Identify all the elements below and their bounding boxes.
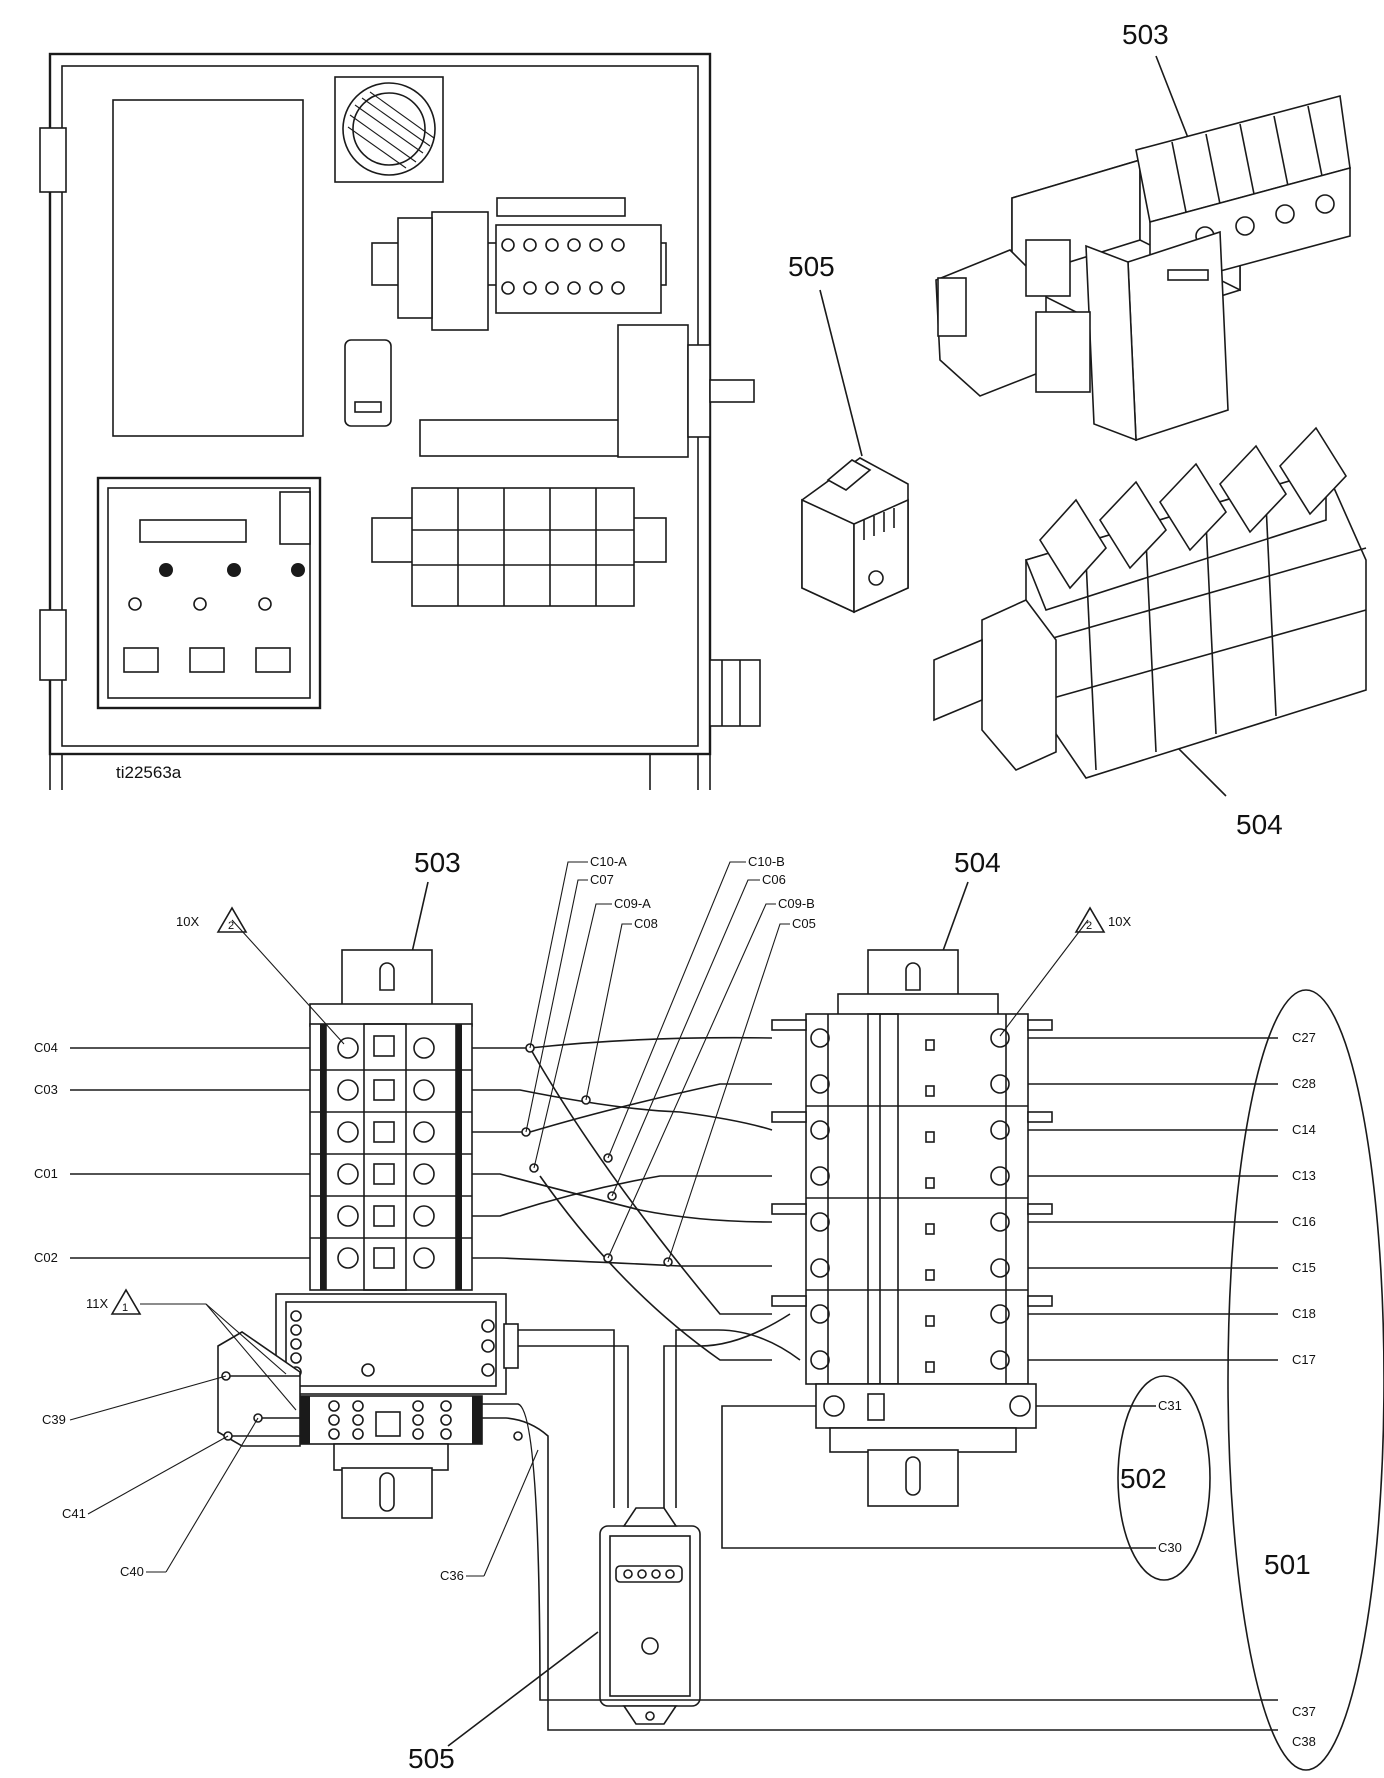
junction-dots [221, 1043, 673, 1441]
callout-sch-505: 505 [408, 1743, 455, 1774]
callout-sch-504: 504 [954, 847, 1001, 878]
label-c15: C15 [1292, 1260, 1316, 1275]
control-module [96, 476, 322, 710]
group-501-ellipse [1227, 989, 1384, 1771]
upper-breakers [501, 238, 625, 295]
label-c02: C02 [34, 1250, 58, 1265]
label-c18: C18 [1292, 1306, 1316, 1321]
fan [334, 76, 444, 183]
schematic-block-503 [217, 949, 519, 1519]
svg-text:2: 2 [1086, 920, 1092, 932]
schematic-block-504 [771, 949, 1053, 1507]
callout-group-501: 501 [1264, 1549, 1311, 1580]
label-c27: C27 [1292, 1030, 1316, 1045]
callout-iso-503: 503 [1122, 19, 1169, 50]
label-c13: C13 [1292, 1168, 1316, 1183]
label-c14: C14 [1292, 1122, 1316, 1137]
label-c03: C03 [34, 1082, 58, 1097]
leader-iso-503 [1155, 55, 1193, 149]
label-c31: C31 [1158, 1398, 1182, 1413]
callout-iso-504: 504 [1236, 809, 1283, 840]
svg-text:2: 2 [228, 920, 234, 932]
leader-iso-505 [819, 289, 863, 457]
schematic-relay-505 [599, 1507, 701, 1725]
note-11x: 11X 1 [86, 1288, 297, 1411]
label-c17: C17 [1292, 1352, 1316, 1367]
label-c09b: C09-B [778, 896, 815, 911]
label-c30: C30 [1158, 1540, 1182, 1555]
wire-labels-right: C27 C28 C14 C13 C16 C15 C18 C17 [1292, 1030, 1316, 1367]
svg-text:10X: 10X [176, 914, 199, 929]
label-c05: C05 [792, 916, 816, 931]
wire-labels-left: C04 C03 C01 C02 [34, 1040, 58, 1265]
label-c10a: C10-A [590, 854, 627, 869]
wire-labels-bottom-left: C39 C41 C40 C36 [42, 1375, 539, 1583]
top-leaders [525, 861, 790, 1263]
svg-text:1: 1 [122, 1302, 128, 1314]
iso-breaker-assembly-503 [935, 94, 1351, 442]
label-c07: C07 [590, 872, 614, 887]
note-10x: 10X 2 [176, 906, 345, 1045]
label-c09a: C09-A [614, 896, 651, 911]
label-c01: C01 [34, 1166, 58, 1181]
wire-labels-501: C37 C38 [1292, 1704, 1316, 1749]
label-c10b: C10-B [748, 854, 785, 869]
label-c40: C40 [120, 1564, 144, 1579]
figure-id: ti22563a [116, 763, 182, 782]
label-c08: C08 [634, 916, 658, 931]
callout-sch-503: 503 [414, 847, 461, 878]
iso-relay-505 [801, 457, 909, 614]
leader-sch-505 [447, 1631, 599, 1747]
svg-text:11X: 11X [86, 1296, 108, 1311]
wire-labels-502: C31 C30 [1158, 1398, 1182, 1555]
label-c16: C16 [1292, 1214, 1316, 1229]
group-502-ellipse [1117, 1375, 1211, 1581]
callout-iso-505: 505 [788, 251, 835, 282]
label-c38: C38 [1292, 1734, 1316, 1749]
label-c36: C36 [440, 1568, 464, 1583]
label-c39: C39 [42, 1412, 66, 1427]
label-c04: C04 [34, 1040, 58, 1055]
wire-labels-top: C10-A C07 C09-A C08 C10-B C06 C09-B C05 [590, 854, 816, 931]
callout-group-502: 502 [1120, 1463, 1167, 1494]
iso-breaker-assembly-504 [933, 426, 1367, 779]
label-c06: C06 [762, 872, 786, 887]
control-cabinet [39, 52, 761, 790]
label-c41: C41 [62, 1506, 86, 1521]
label-c37: C37 [1292, 1704, 1316, 1719]
note-10x-right: 2 10X [999, 906, 1131, 1037]
label-c28: C28 [1292, 1076, 1316, 1091]
svg-text:10X: 10X [1108, 914, 1131, 929]
